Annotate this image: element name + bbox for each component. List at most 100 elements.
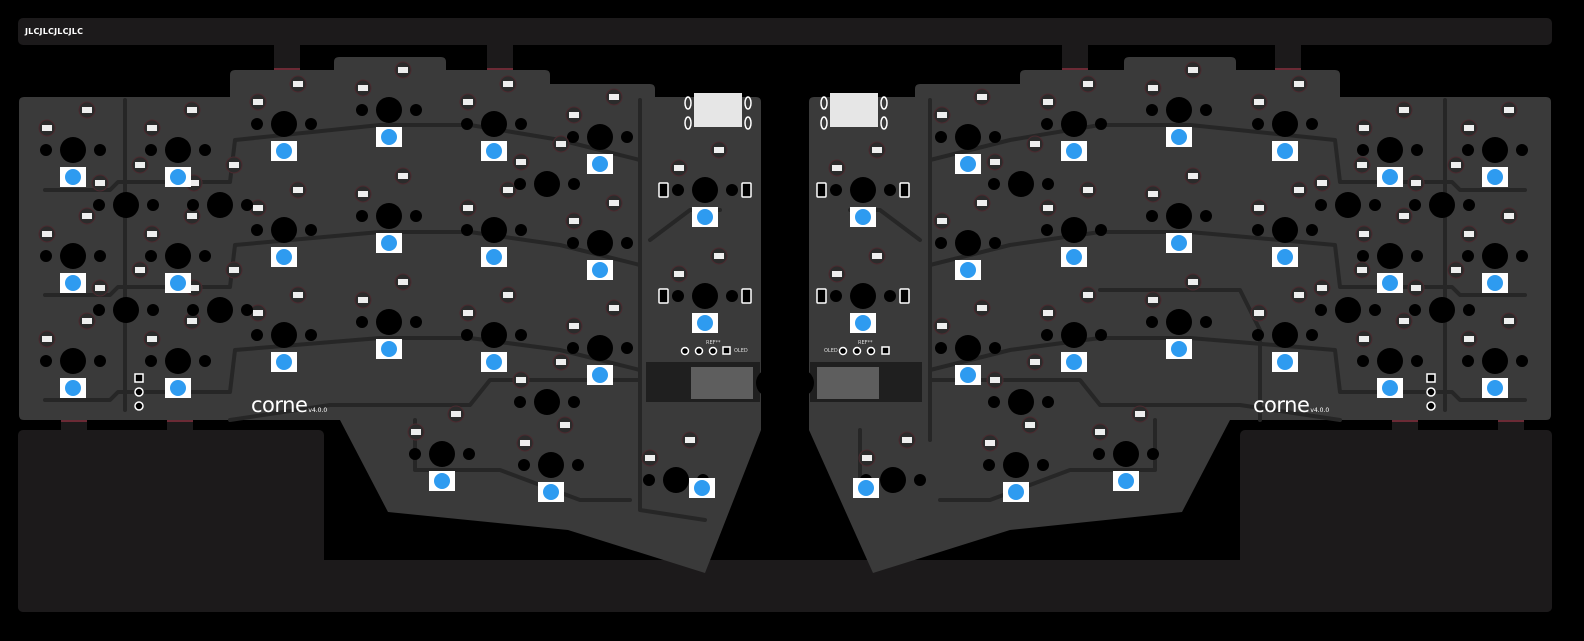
switch-hole xyxy=(1377,243,1403,269)
pad-silk xyxy=(832,271,842,277)
led-icon xyxy=(1487,380,1503,396)
pad-silk xyxy=(135,267,145,273)
stab-hole xyxy=(461,329,473,341)
stab-hole xyxy=(514,178,526,190)
stab-hole xyxy=(983,459,995,471)
stab-hole xyxy=(1147,448,1159,460)
switch-hole xyxy=(587,124,613,150)
pad-silk xyxy=(42,125,52,131)
pad-silk xyxy=(977,200,987,206)
led-icon xyxy=(1382,169,1398,185)
stab-hole xyxy=(199,250,211,262)
pad-silk xyxy=(1294,187,1304,193)
pad-silk xyxy=(609,200,619,206)
switch-hole xyxy=(850,177,876,203)
stab-hole xyxy=(305,329,317,341)
stab-hole xyxy=(989,342,1001,354)
pad-silk xyxy=(1411,285,1421,291)
switch-hole xyxy=(60,243,86,269)
switch-hole xyxy=(271,322,297,348)
stab-hole xyxy=(884,184,896,196)
stab-hole xyxy=(621,342,633,354)
switch-hole xyxy=(60,137,86,163)
stab-hole xyxy=(1095,224,1107,236)
bottom-rail xyxy=(18,584,1552,612)
pad-silk xyxy=(398,67,408,73)
stab-hole xyxy=(988,396,1000,408)
pad-silk xyxy=(82,213,92,219)
stab-hole xyxy=(1041,224,1053,236)
pad-silk xyxy=(1399,213,1409,219)
stab-hole xyxy=(1252,224,1264,236)
pad-silk xyxy=(1188,67,1198,73)
switch-hole xyxy=(1335,297,1361,323)
bottom-rail-middle xyxy=(324,560,1240,590)
led-icon xyxy=(170,169,186,185)
mouse-bites xyxy=(61,68,1524,422)
stab-hole xyxy=(643,474,655,486)
led-icon xyxy=(1171,129,1187,145)
pad-silk xyxy=(1357,162,1367,168)
switch-hole xyxy=(1272,322,1298,348)
switch-hole xyxy=(271,111,297,137)
stab-hole xyxy=(1042,396,1054,408)
stab-hole xyxy=(251,224,263,236)
pad-silk xyxy=(1317,180,1327,186)
switch-hole xyxy=(165,348,191,374)
stab-hole xyxy=(410,210,422,222)
stab-hole xyxy=(567,342,579,354)
stab-hole xyxy=(1369,304,1381,316)
switch-hole xyxy=(1166,97,1192,123)
left-oled-label: OLED xyxy=(734,348,748,354)
stab-hole xyxy=(94,355,106,367)
pad-silk xyxy=(187,318,197,324)
stab-hole xyxy=(1463,199,1475,211)
stab-hole xyxy=(1516,144,1528,156)
stab-hole xyxy=(989,131,1001,143)
stab-hole xyxy=(305,224,317,236)
stab-hole xyxy=(989,237,1001,249)
right-logo-text: corne xyxy=(1253,393,1310,417)
pad-silk xyxy=(569,112,579,118)
stab-hole xyxy=(145,144,157,156)
switch-hole xyxy=(1429,192,1455,218)
stab-hole xyxy=(935,131,947,143)
led-icon xyxy=(276,143,292,159)
led-icon xyxy=(1118,473,1134,489)
pad-silk xyxy=(520,440,530,446)
switch-hole xyxy=(1061,217,1087,243)
switch-hole xyxy=(60,348,86,374)
right-version-label: v4.0.0 xyxy=(1310,407,1330,414)
stab-hole xyxy=(1041,118,1053,130)
switch-hole xyxy=(1335,192,1361,218)
led-icon xyxy=(486,143,502,159)
led-icon xyxy=(1008,484,1024,500)
led-icon xyxy=(1277,143,1293,159)
pad-silk xyxy=(1451,267,1461,273)
led-icon xyxy=(1066,143,1082,159)
switch-hole xyxy=(1003,452,1029,478)
pad-silk xyxy=(685,437,695,443)
stab-hole xyxy=(988,178,1000,190)
led-icon xyxy=(1382,380,1398,396)
pad-silk xyxy=(1359,231,1369,237)
led-icon xyxy=(1487,275,1503,291)
pad-silk xyxy=(977,94,987,100)
stab-hole xyxy=(621,237,633,249)
encoder-pads xyxy=(658,182,910,304)
pad-silk xyxy=(451,411,461,417)
switch-hole xyxy=(538,452,564,478)
pad-silk xyxy=(358,85,368,91)
pad-silk xyxy=(229,162,239,168)
stab-hole xyxy=(410,316,422,328)
led-icon xyxy=(1066,249,1082,265)
pad-silk xyxy=(937,218,947,224)
switch-hole xyxy=(165,137,191,163)
pad-silk xyxy=(1188,279,1198,285)
pad-silk xyxy=(1083,187,1093,193)
switch-hole xyxy=(1008,389,1034,415)
stab-hole xyxy=(1357,144,1369,156)
switch-hole xyxy=(1061,111,1087,137)
pad-silk xyxy=(714,253,724,259)
stab-hole xyxy=(1306,118,1318,130)
